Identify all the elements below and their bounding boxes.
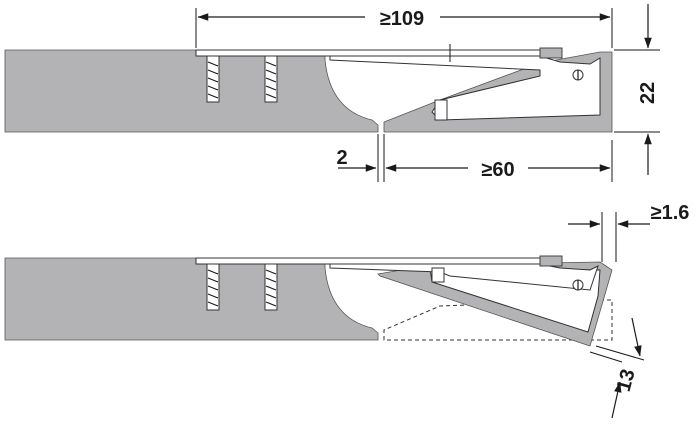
mounting-plate-top [195,49,557,57]
mounting-plate-bottom [195,257,557,265]
dim-depth: ≥60 [385,140,613,182]
dim-height: 22 [614,4,660,175]
label-flap: 13 [613,367,640,394]
label-gap: 2 [336,147,347,169]
cabinet-panel-top [4,49,379,133]
closed-view [4,44,613,133]
dowel-right-top [264,55,278,103]
hinge-arm-top [329,55,601,121]
label-depth: ≥60 [481,159,514,181]
dowel-left-top [206,55,220,103]
dowel-left-bottom [206,263,220,311]
dim-gap: 2 [336,134,385,182]
dim-clearance: ≥1.6 [568,202,689,262]
dim-flap: 13 [589,317,645,419]
open-view [4,255,613,347]
label-height: 22 [637,82,659,104]
dowel-right-bottom [264,263,278,311]
cabinet-panel-bottom [4,257,379,341]
label-width: ≥109 [380,8,424,30]
dim-width: ≥109 [195,8,613,48]
label-clearance: ≥1.6 [651,202,690,224]
